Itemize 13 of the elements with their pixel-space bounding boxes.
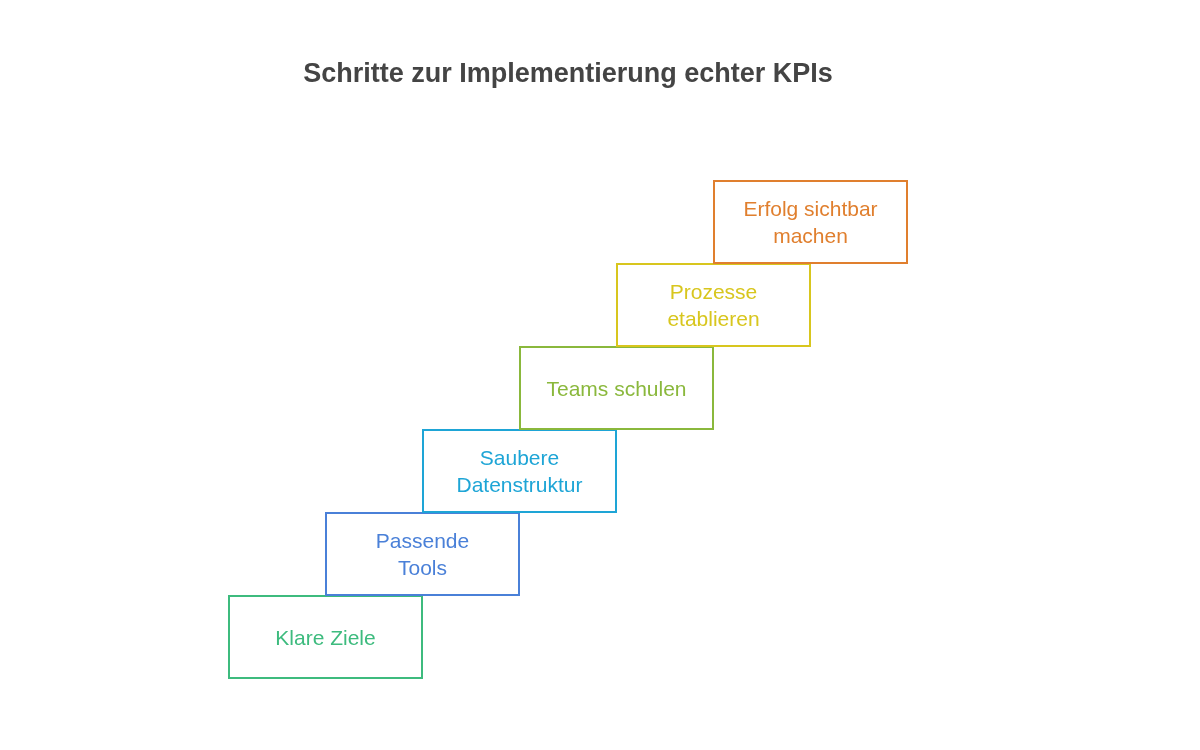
step-label: Erfolg sichtbar machen [742,196,879,249]
step-label: Teams schulen [546,375,687,402]
step-label: Saubere Datenstruktur [455,445,584,498]
step-box [519,346,714,430]
step-box [616,263,811,347]
step-label: Klare Ziele [275,624,376,651]
diagram-title: Schritte zur Implementierung echter KPIs [303,58,833,89]
step-label: Passende Tools [374,528,471,581]
step-box [422,429,617,513]
step-box [325,512,520,596]
step-box [228,595,423,679]
step-label: Prozesse etablieren [666,279,761,332]
step-box [713,180,908,264]
